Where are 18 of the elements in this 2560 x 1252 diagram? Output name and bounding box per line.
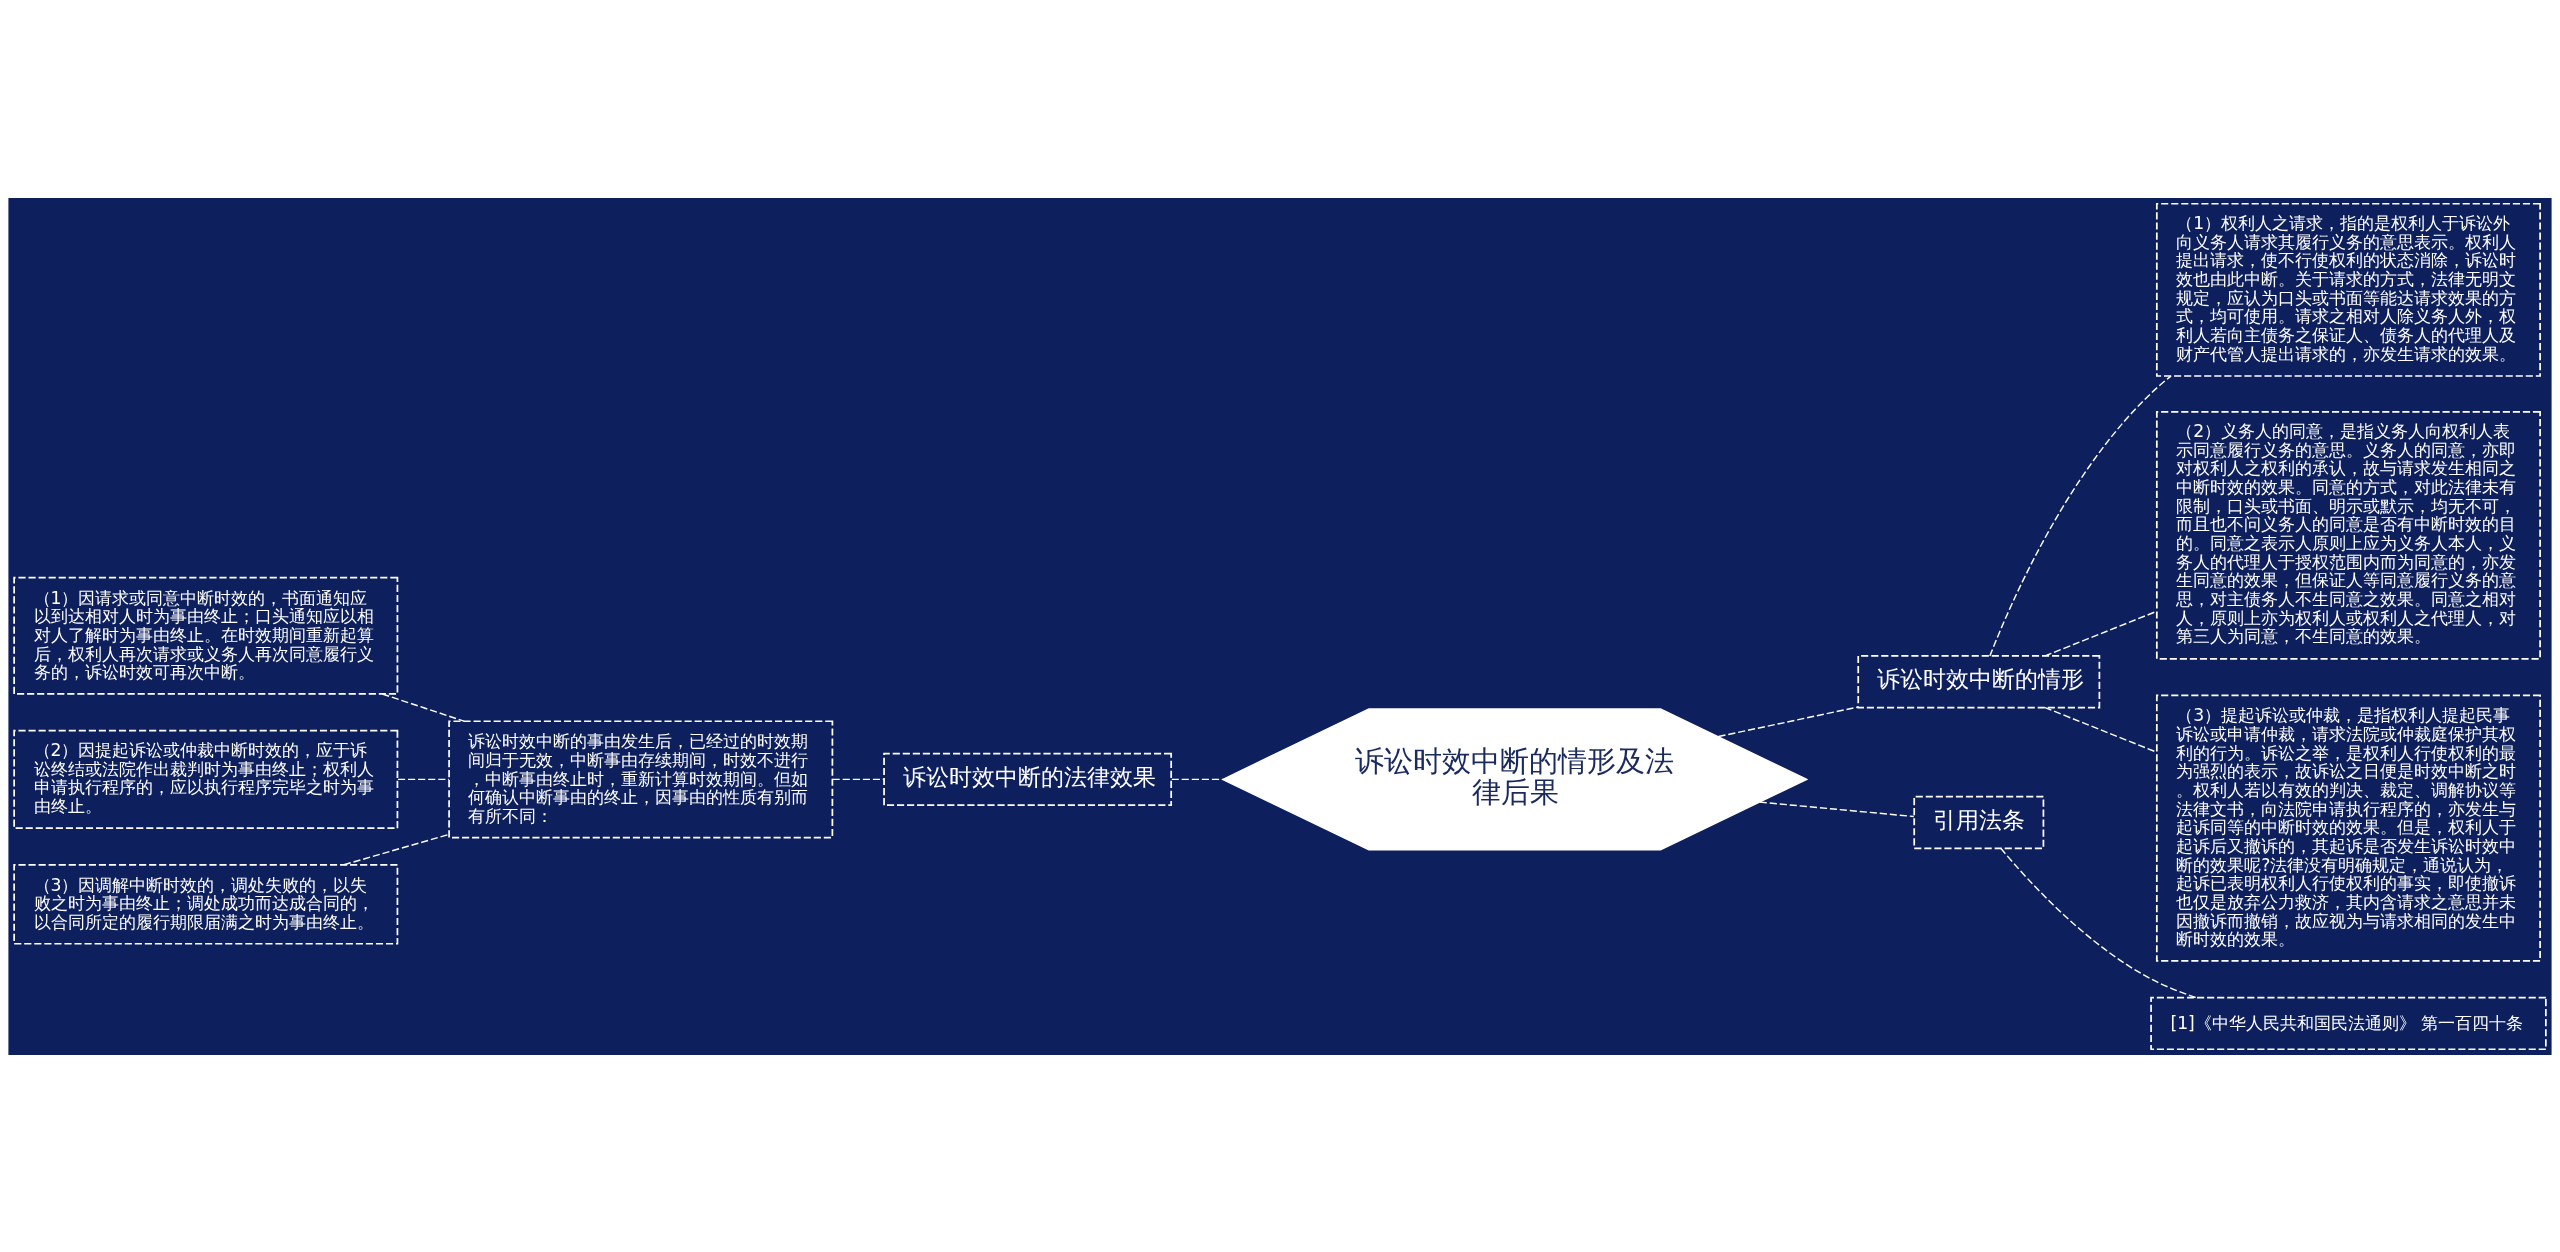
connector [1758,800,1915,817]
node-box: （1）权利人之请求，指的是权利人于诉讼外向义务人请求其履行义务的意思表示。权利人提出请求，使不行使权利的状态消除，诉讼时效也由此中断。关于请求的方式，法律无明文规定，应认为口头或书面等能达请求效果的方式，均可使用。请求之相对人除义务人外，权利人若向主债务之保证人、债务人的代理人及财产代管人提出请求的，亦发生请求的效果。 [2155,202,2541,377]
node-box: （3）因调解中断时效的，调处失败的，以失败之时为事由终止；调处成功而达成合同的，以合同所定的履行期限届满之时为事由终止。 [13,863,399,945]
node-box: （3）提起诉讼或仲裁，是指权利人提起民事诉讼或申请仲裁，请求法院或仲裁庭保护其权利的行为。诉讼之举，是权利人行使权利的最为强烈的表示，故诉讼之日便是时效中断之时。权利人若以有效的判决、裁定、调解协议等法律文书，向法院申请执行程序的，亦发生与起诉同等的中断时效的效果。但是，权利人于起诉后又撤诉的，其起诉是否发生诉讼时效中断的效果呢?法律没有明确规定，通说认为，起诉已表明权利人行使权利的事实，即使撤诉也仅是放弃公力救济，其内含请求之意思并未因撤诉而撤销，故应视为与请求相同的发生中断时效的效果。 [2155,694,2541,962]
node-box: 引用法条 [1913,795,2045,849]
connector [381,692,465,722]
connector [1989,374,2172,657]
node-box: （1）因请求或同意中断时效的，书面通知应以到达相对人时为事由终止；口头通知应以相对人了解时为事由终止。在时效期间重新起算后，权利人再次请求或义务人再次同意履行义务的，诉讼时效可再次中断。 [13,576,399,695]
connector [397,778,450,780]
connector [1717,705,1859,737]
connector [831,778,885,780]
node-box: 诉讼时效中断的法律效果 [883,752,1173,806]
connector [1171,778,1224,780]
node-box: 诉讼时效中断的事由发生后，已经过的时效期间归于无效，中断事由存续期间，时效不进行，中断事由终止时，重新计算时效期间。但如何确认中断事由的终止，因事由的性质有别而有所不同： [448,719,834,838]
node-box: （2）因提起诉讼或仲裁中断时效的，应于诉讼终结或法院作出裁判时为事由终止；权利人申请执行程序的，应以执行程序完毕之时为事由终止。 [13,729,399,829]
node-box: 诉讼时效中断的情形 [1857,654,2101,708]
node-box: （2）义务人的同意，是指义务人向权利人表示同意履行义务的意思。义务人的同意，亦即对权利人之权利的承认，故与请求发生相同之中断时效的效果。同意的方式，对此法律未有限制，口头或书面、明示或默示，均无不可，而且也不问义务人的同意是否有中断时效的目的。同意之表示人原则上应为义务人本人，义务人的代理人于授权范围内而为同意的，亦发生同意的效果，但保证人等同意履行义务的意思，对主债务人不生同意之效果。同意之相对人，原则上亦为权利人或权利人之代理人，对第三人为同意，不生同意的效果。 [2155,410,2541,660]
node-box: [1]《中华人民共和国民法通则》 第一百四十条 [2150,996,2547,1050]
